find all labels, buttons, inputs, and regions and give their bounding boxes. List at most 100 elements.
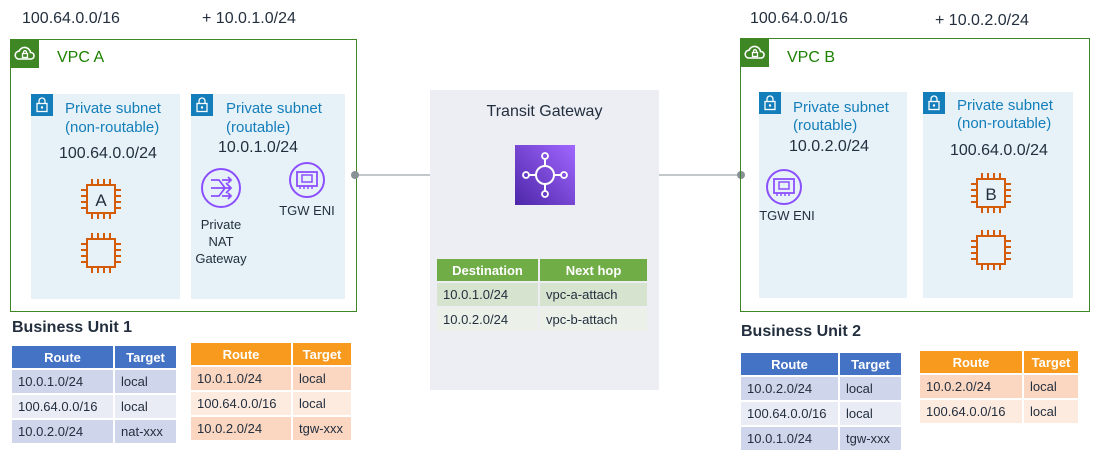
column-header: Target — [115, 346, 176, 368]
table-cell: 10.0.2.0/24 — [437, 308, 538, 331]
ec2-instance-a-icon: A — [81, 179, 121, 219]
vpc-cloud-icon — [11, 40, 39, 68]
table-row: 10.0.1.0/24 local — [191, 367, 351, 390]
table-row: 10.0.2.0/24 nat-xxx — [12, 420, 176, 443]
table-row: 10.0.2.0/24 vpc-b-attach — [437, 308, 647, 331]
business-unit-2-title: Business Unit 2 — [741, 323, 862, 340]
table-row: 100.64.0.0/16 local — [191, 392, 351, 415]
vpc-cloud-icon — [741, 39, 769, 67]
eni-icon — [289, 162, 325, 198]
nat-gateway-icon — [201, 168, 241, 208]
column-header: Route — [12, 346, 113, 368]
table-row: 10.0.2.0/24 tgw-xxx — [191, 417, 351, 440]
table-cell: 100.64.0.0/16 — [741, 402, 838, 425]
bu1-route-table-blue: Route Target 10.0.1.0/24 local 100.64.0.… — [10, 344, 178, 445]
table-cell: 10.0.1.0/24 — [741, 427, 838, 450]
table-cell: vpc-b-attach — [540, 308, 647, 331]
table-cell: 10.0.2.0/24 — [920, 375, 1022, 398]
subnet-cidr: 100.64.0.0/24 — [950, 142, 1048, 159]
vpc-a-cidr-primary: 100.64.0.0/16 — [22, 10, 120, 27]
vpc-b-cidr-secondary: + 10.0.2.0/24 — [935, 12, 1029, 29]
vpc-b-subnet-nonroutable: Private subnet (non-routable) 100.64.0.0… — [923, 92, 1073, 298]
table-row: 10.0.1.0/24 local — [12, 370, 176, 393]
bu2-route-table-blue: Route Target 10.0.2.0/24 local 100.64.0.… — [739, 351, 903, 452]
table-header-row: Route Target — [741, 353, 901, 375]
subnet-title-line2: (routable) — [793, 117, 858, 134]
eni-label: TGW ENI — [279, 203, 335, 218]
table-cell: local — [1024, 400, 1078, 423]
nat-label-line2: NAT — [208, 234, 234, 249]
table-cell: local — [115, 395, 176, 418]
subnet-title-line2: (routable) — [226, 119, 291, 136]
transit-gateway-panel: Transit Gateway — [430, 90, 659, 390]
subnet-cidr: 10.0.1.0/24 — [218, 139, 299, 156]
subnet-title-line2: (non-routable) — [957, 115, 1052, 132]
ec2-instance-icon — [971, 230, 1011, 270]
table-cell: local — [1024, 375, 1078, 398]
instance-a-label: A — [95, 191, 107, 210]
table-row: 10.0.2.0/24 local — [920, 375, 1078, 398]
table-header-row: Destination Next hop — [437, 259, 647, 281]
transit-gateway-icon — [515, 145, 575, 205]
subnet-title-line1: Private subnet — [65, 100, 161, 117]
table-cell: 100.64.0.0/16 — [920, 400, 1022, 423]
table-cell: 10.0.1.0/24 — [437, 283, 538, 306]
nat-label-line3: Gateway — [195, 251, 247, 266]
vpc-b-box: VPC B Private subnet (routable) 10.0.2.0… — [740, 38, 1090, 312]
vpc-b-cidr-primary: 100.64.0.0/16 — [750, 10, 848, 27]
table-row: 100.64.0.0/16 local — [12, 395, 176, 418]
table-cell: 10.0.2.0/24 — [12, 420, 113, 443]
eni-label: TGW ENI — [759, 208, 815, 223]
table-header-row: Route Target — [920, 351, 1078, 373]
table-cell: tgw-xxx — [293, 417, 351, 440]
ec2-instance-b-icon: B — [971, 173, 1011, 213]
column-header: Route — [920, 351, 1022, 373]
subnet-title-line1: Private subnet — [957, 97, 1053, 114]
subnet-cidr: 100.64.0.0/24 — [59, 145, 157, 162]
table-row: 100.64.0.0/16 local — [741, 402, 901, 425]
subnet-title-line1: Private subnet — [793, 99, 889, 116]
vpc-a-box: VPC A Private subnet (non-routable) 100.… — [10, 39, 357, 312]
table-row: 10.0.1.0/24 vpc-a-attach — [437, 283, 647, 306]
table-cell: local — [293, 392, 351, 415]
table-cell: local — [840, 402, 901, 425]
tgw-title: Transit Gateway — [486, 103, 603, 120]
column-header: Destination — [437, 259, 538, 281]
table-header-row: Route Target — [191, 343, 351, 365]
vpc-b-label: VPC B — [787, 49, 836, 66]
table-cell: 100.64.0.0/16 — [12, 395, 113, 418]
table-cell: tgw-xxx — [840, 427, 901, 450]
vpc-a-label: VPC A — [57, 49, 105, 66]
column-header: Route — [191, 343, 291, 365]
table-cell: 100.64.0.0/16 — [191, 392, 291, 415]
vpc-a-subnet-routable: Private subnet (routable) 10.0.1.0/24 Pr… — [191, 94, 345, 299]
table-cell: local — [115, 370, 176, 393]
business-unit-1-title: Business Unit 1 — [12, 319, 133, 336]
subnet-title-line2: (non-routable) — [65, 119, 160, 136]
table-cell: 10.0.2.0/24 — [191, 417, 291, 440]
table-cell: 10.0.2.0/24 — [741, 377, 838, 400]
column-header: Target — [840, 353, 901, 375]
table-cell: 10.0.1.0/24 — [12, 370, 113, 393]
table-cell: local — [293, 367, 351, 390]
instance-b-label: B — [985, 185, 996, 204]
vpc-b-subnet-routable: Private subnet (routable) 10.0.2.0/24 TG… — [759, 92, 907, 298]
subnet-cidr: 10.0.2.0/24 — [789, 138, 870, 155]
table-cell: 10.0.1.0/24 — [191, 367, 291, 390]
lock-icon — [923, 92, 945, 114]
eni-icon — [766, 169, 802, 205]
table-row: 10.0.1.0/24 tgw-xxx — [741, 427, 901, 450]
table-header-row: Route Target — [12, 346, 176, 368]
ec2-instance-icon — [81, 233, 121, 273]
table-cell: local — [840, 377, 901, 400]
lock-icon — [191, 94, 213, 116]
table-cell: nat-xxx — [115, 420, 176, 443]
lock-icon — [759, 92, 781, 114]
vpc-a-cidr-secondary: + 10.0.1.0/24 — [202, 10, 296, 27]
lock-icon — [31, 94, 53, 116]
bu2-route-table-orange: Route Target 10.0.2.0/24 local 100.64.0.… — [918, 349, 1080, 425]
column-header: Route — [741, 353, 838, 375]
table-row: 100.64.0.0/16 local — [920, 400, 1078, 423]
column-header: Target — [1024, 351, 1078, 373]
column-header: Next hop — [540, 259, 647, 281]
